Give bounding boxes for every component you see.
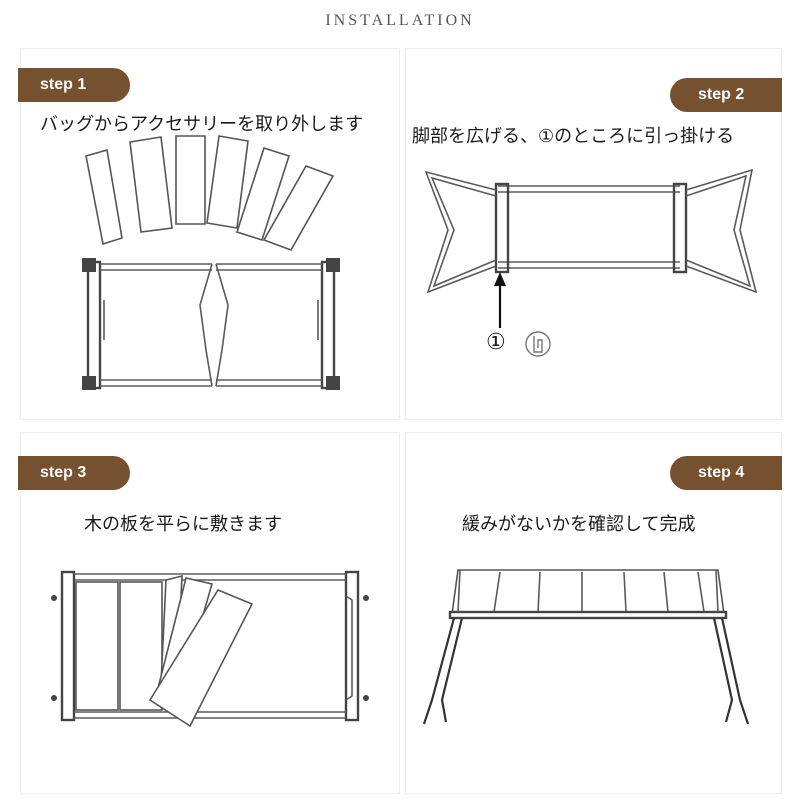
step1-panel bbox=[20, 48, 400, 420]
step1-tag: step 1 bbox=[18, 68, 130, 102]
step2-caption: 脚部を広げる、①のところに引っ掛ける bbox=[412, 126, 735, 147]
step2-tag: step 2 bbox=[670, 78, 782, 112]
step3-caption: 木の板を平らに敷きます bbox=[84, 514, 282, 535]
step4-caption: 緩みがないかを確認して完成 bbox=[462, 514, 696, 535]
step2-panel bbox=[405, 48, 782, 420]
step4-tag: step 4 bbox=[670, 456, 782, 490]
marker-1-label: ① bbox=[486, 330, 506, 355]
step3-panel bbox=[20, 432, 400, 794]
page-title: INSTALLATION bbox=[325, 12, 475, 29]
step4-panel bbox=[405, 432, 782, 794]
step1-caption: バッグからアクセサリーを取り外します bbox=[40, 114, 364, 135]
step3-tag: step 3 bbox=[18, 456, 130, 490]
